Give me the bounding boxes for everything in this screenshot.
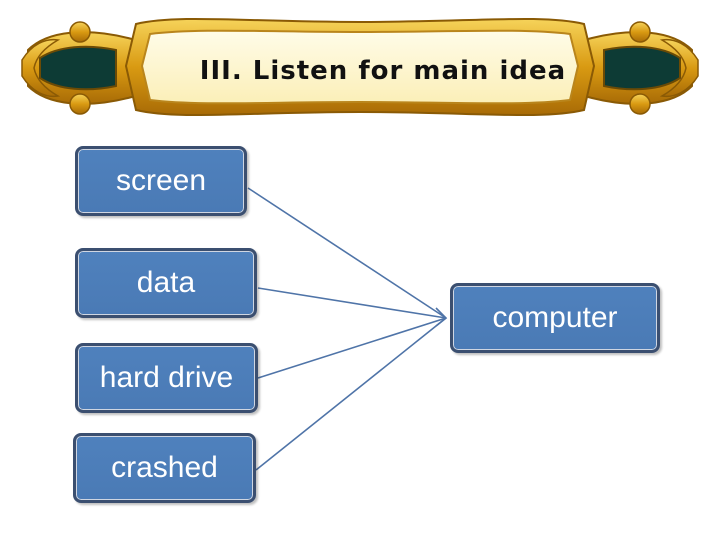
link-data-computer (257, 287, 447, 319)
node-crashed-label: crashed (111, 451, 218, 484)
title-plaque (124, 17, 596, 117)
title-banner: III. Listen for main idea (18, 10, 702, 122)
link-crashed-computer (255, 317, 447, 471)
node-computer-label: computer (492, 301, 618, 334)
page-title: III. Listen for main idea (199, 56, 567, 86)
link-screen-computer (247, 187, 447, 319)
node-hard-drive[interactable]: hard drive (75, 343, 258, 413)
node-crashed[interactable]: crashed (73, 433, 256, 503)
node-data[interactable]: data (75, 248, 257, 318)
node-hard-drive-label: hard drive (99, 361, 234, 394)
left-ornament (21, 21, 137, 115)
node-computer[interactable]: computer (450, 283, 660, 353)
node-data-label: data (136, 266, 196, 299)
link-harddrive-computer (257, 317, 447, 379)
arrowhead-icon (435, 307, 448, 327)
node-screen[interactable]: screen (75, 146, 247, 216)
node-screen-label: screen (115, 164, 207, 197)
right-ornament (583, 21, 699, 115)
banner-frame (21, 17, 699, 117)
